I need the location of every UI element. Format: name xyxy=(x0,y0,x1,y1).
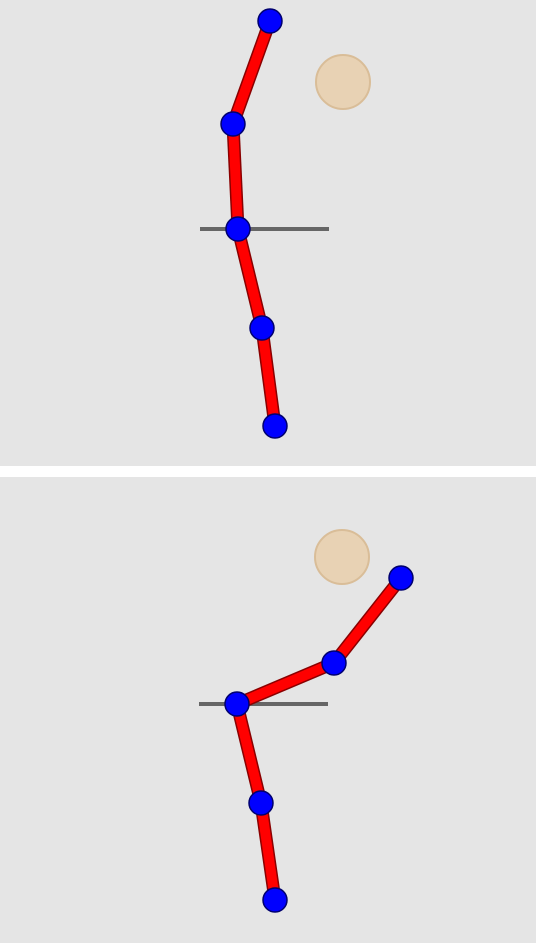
joint-node xyxy=(224,691,250,717)
target-ball xyxy=(315,54,371,110)
scene-canvas-bottom xyxy=(199,529,414,913)
target-circle xyxy=(314,529,370,585)
limb-segment xyxy=(329,573,406,668)
joint-node xyxy=(225,216,251,242)
joint-node xyxy=(220,111,246,137)
limb-segment xyxy=(233,224,267,333)
simulation-frame-bottom xyxy=(0,477,536,943)
arm-joints xyxy=(224,565,414,913)
arm-limbs xyxy=(226,14,282,433)
joint-node xyxy=(257,8,283,34)
frame-divider xyxy=(0,466,536,477)
limb-segment xyxy=(256,798,280,905)
joint-node xyxy=(249,315,275,341)
limb-segment xyxy=(232,699,266,808)
limb-segment xyxy=(232,658,339,709)
scene-canvas-top xyxy=(200,8,371,439)
arm-limbs xyxy=(230,571,408,907)
joint-node xyxy=(248,790,274,816)
target-ball xyxy=(314,529,370,585)
target-circle xyxy=(315,54,371,110)
simulation-frame-top xyxy=(0,0,536,466)
arm-joints xyxy=(220,8,288,439)
limb-segment xyxy=(228,16,275,129)
limb-segment xyxy=(228,119,243,234)
joint-node xyxy=(262,887,288,913)
limb-segment xyxy=(257,323,280,431)
joint-node xyxy=(262,413,288,439)
joint-node xyxy=(321,650,347,676)
joint-node xyxy=(388,565,414,591)
